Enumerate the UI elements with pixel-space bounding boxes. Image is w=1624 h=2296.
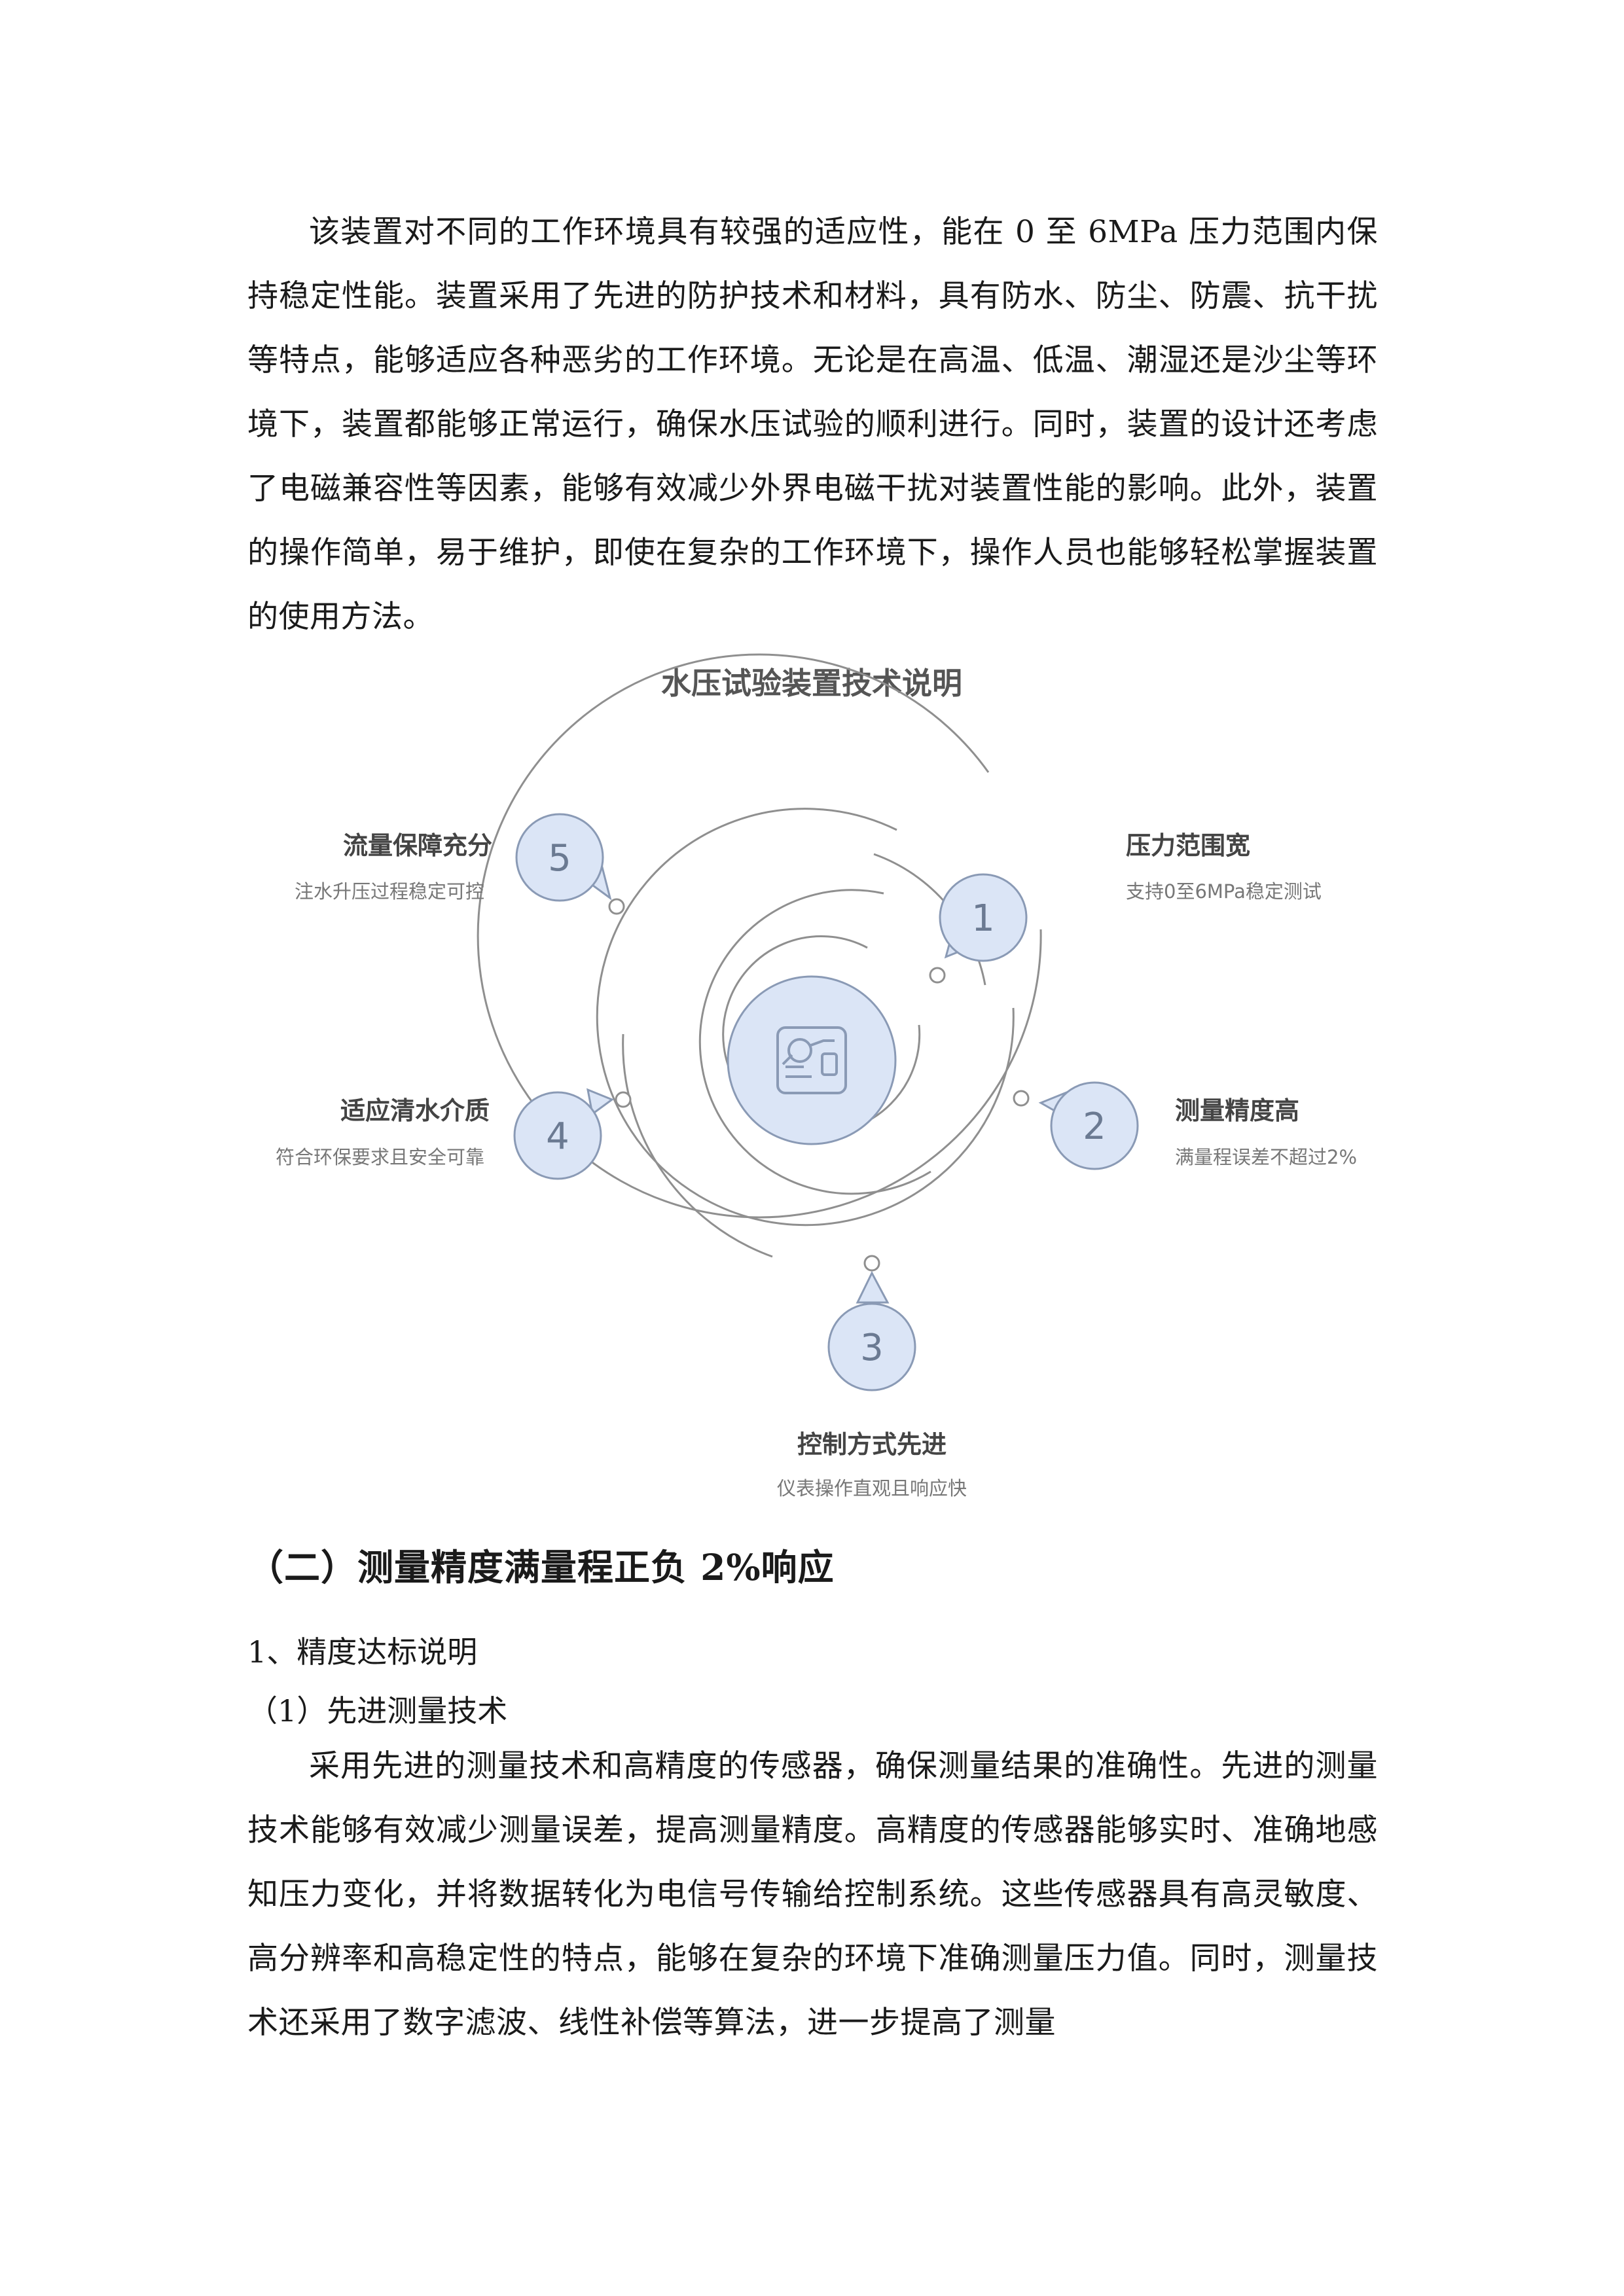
feature-title-1: 压力范围宽 xyxy=(1126,831,1250,860)
center-hub xyxy=(727,975,897,1145)
feature-desc-1: 支持0至6MPa稳定测试 xyxy=(1126,880,1322,903)
technical-diagram: 水压试验装置技术说明 1 2 xyxy=(276,653,1357,1499)
orbit-marker-4 xyxy=(615,1091,632,1108)
bubble-5: 5 xyxy=(515,813,612,902)
circuit-board-icon xyxy=(776,1026,847,1094)
bubble-4: 4 xyxy=(513,1088,615,1180)
orbit-ring-second xyxy=(596,808,1015,1227)
number-bubbles: 1 2 3 4 5 xyxy=(513,813,1139,1391)
section-heading: （二）测量精度满量程正负 2%响应 xyxy=(247,1546,835,1588)
orbit-ring-outer xyxy=(477,653,1042,1219)
diagram-title: 水压试验装置技术说明 xyxy=(661,666,962,701)
bubble-number-2: 2 xyxy=(1083,1105,1106,1148)
bubble-3: 3 xyxy=(827,1270,916,1391)
feature-desc-3: 仪表操作直观且响应快 xyxy=(777,1477,967,1499)
subheading-level1: 1、精度达标说明 xyxy=(247,1634,478,1670)
bubble-number-1: 1 xyxy=(971,897,995,940)
subheading-level2: （1）先进测量技术 xyxy=(247,1693,508,1729)
feature-desc-2: 满量程误差不超过2% xyxy=(1175,1146,1357,1168)
bubble-number-4: 4 xyxy=(546,1115,569,1158)
feature-labels: 压力范围宽 支持0至6MPa稳定测试 测量精度高 满量程误差不超过2% 控制方式… xyxy=(276,831,1357,1499)
feature-desc-4: 符合环保要求且安全可靠 xyxy=(276,1146,484,1168)
bubble-number-3: 3 xyxy=(860,1327,884,1369)
bubble-number-5: 5 xyxy=(548,837,571,880)
body-paragraph-2: 采用先进的测量技术和高精度的传感器，确保测量结果的准确性。先进的测量技术能够有效… xyxy=(247,1748,1378,2041)
bubble-2: 2 xyxy=(1038,1081,1139,1170)
feature-title-5: 流量保障充分 xyxy=(343,831,492,860)
feature-title-2: 测量精度高 xyxy=(1175,1096,1299,1125)
feature-title-4: 适应清水介质 xyxy=(340,1096,490,1125)
feature-title-3: 控制方式先进 xyxy=(797,1430,947,1459)
feature-desc-5: 注水升压过程稳定可控 xyxy=(295,880,484,903)
orbit-ring-third xyxy=(698,889,931,1195)
orbit-markers xyxy=(608,898,1030,1272)
orbit-marker-5 xyxy=(608,898,625,915)
bubble-1: 1 xyxy=(939,873,1028,962)
orbit-arc-left xyxy=(622,1033,773,1258)
orbit-marker-3 xyxy=(863,1255,880,1272)
body-paragraph: 该装置对不同的工作环境具有较强的适应性，能在 0 至 6MPa 压力范围内保持稳… xyxy=(247,214,1378,635)
orbit-marker-1 xyxy=(929,967,946,984)
orbit-marker-2 xyxy=(1013,1090,1030,1107)
